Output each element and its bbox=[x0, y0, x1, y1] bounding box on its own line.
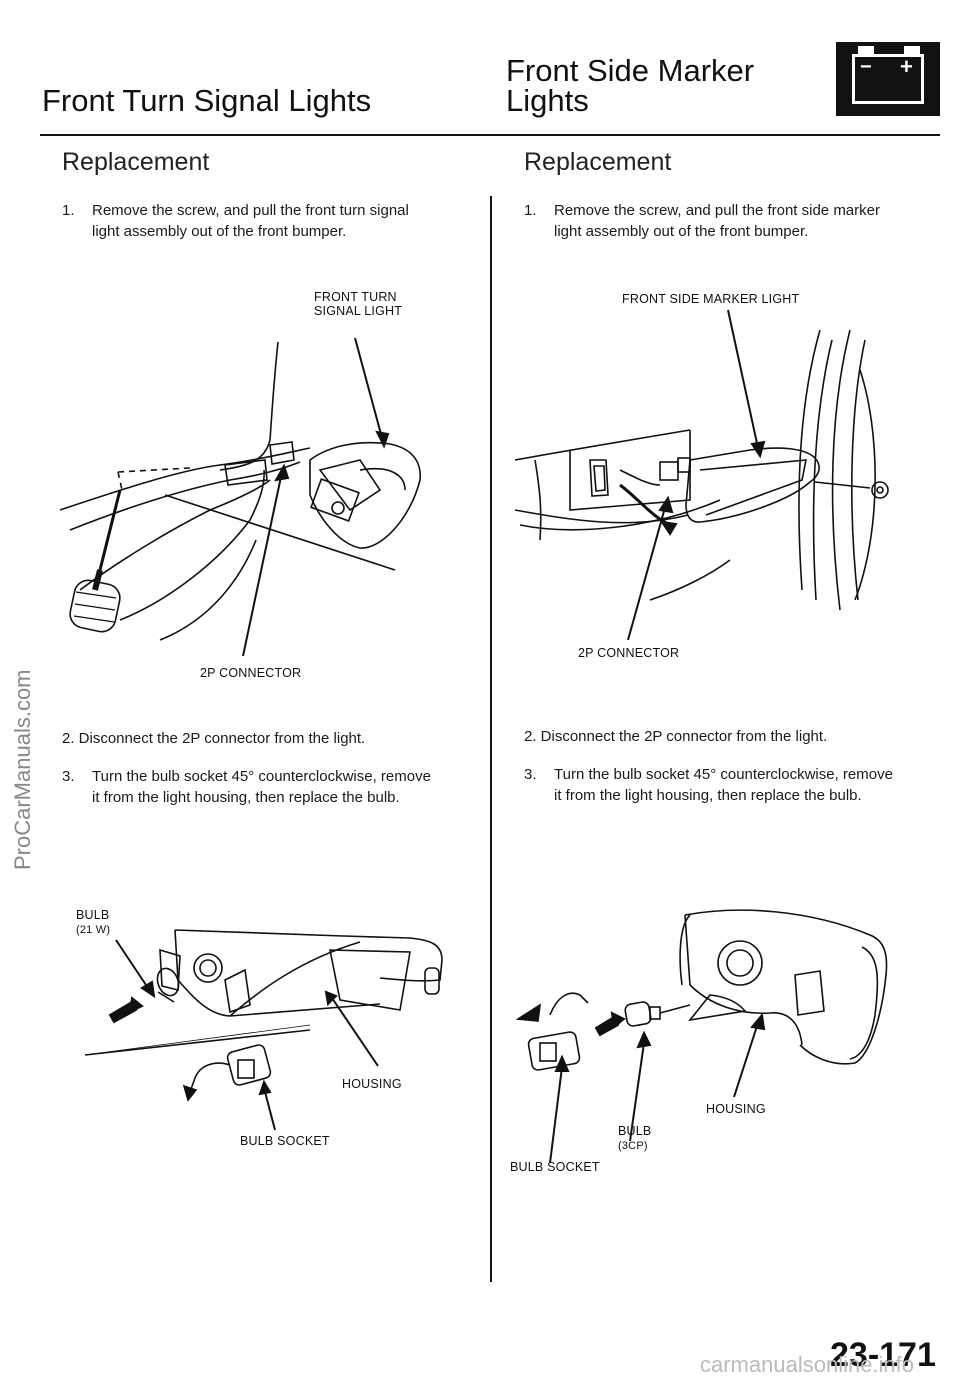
left-label-bulb-socket: BULB SOCKET bbox=[240, 1134, 330, 1148]
column-divider bbox=[490, 196, 492, 1282]
left-label-2p-connector: 2P CONNECTOR bbox=[200, 666, 302, 680]
left-step-1-number: 1. bbox=[62, 202, 75, 219]
header-rule bbox=[40, 134, 940, 136]
footer-url: carmanualsonline.info bbox=[700, 1352, 915, 1377]
right-step-3-number: 3. bbox=[524, 766, 537, 783]
right-section-heading: Replacement bbox=[524, 148, 672, 176]
left-step-2: 2. Disconnect the 2P connector from the … bbox=[62, 730, 366, 747]
left-step-1-text-b: light assembly out of the front bumper. bbox=[92, 223, 347, 240]
side-marker-removal-diagram bbox=[514, 309, 889, 641]
right-step-3: 3. Turn the bulb socket 45° counterclockw… bbox=[524, 764, 924, 806]
right-step-1-number: 1. bbox=[524, 202, 537, 219]
left-label-bulb-spec: (21 W) bbox=[76, 924, 111, 936]
right-label-bulb-socket: BULB SOCKET bbox=[510, 1160, 600, 1174]
right-label-2p-connector: 2P CONNECTOR bbox=[578, 646, 680, 660]
label-front-side-marker-light: FRONT SIDE MARKER LIGHT bbox=[622, 292, 800, 306]
battery-plus-symbol: + bbox=[900, 54, 913, 79]
label-front-turn-signal-light: FRONT TURN SIGNAL LIGHT bbox=[314, 290, 403, 318]
left-step-3-number: 3. bbox=[62, 768, 75, 785]
right-label-bulb-spec: (3CP) bbox=[618, 1140, 648, 1152]
right-step-1: 1. Remove the screw, and pull the front s… bbox=[524, 200, 924, 242]
left-step-1-text-a: Remove the screw, and pull the front tur… bbox=[92, 202, 409, 219]
left-step-3-text-b: it from the light housing, then replace … bbox=[92, 789, 400, 806]
right-step-3-text-a: Turn the bulb socket 45° counterclockwis… bbox=[554, 766, 893, 783]
turn-signal-removal-diagram bbox=[59, 337, 421, 657]
right-label-bulb: BULB (3CP) bbox=[618, 1124, 652, 1152]
left-step-1: 1. Remove the screw, and pull the front t… bbox=[62, 200, 462, 242]
right-step-1-text-a: Remove the screw, and pull the front sid… bbox=[554, 202, 880, 219]
side-marker-bulb-diagram bbox=[515, 909, 888, 1164]
left-label-bulb: BULB (21 W) bbox=[76, 908, 111, 936]
right-step-1-text-b: light assembly out of the front bumper. bbox=[554, 223, 809, 240]
right-step-3-text-b: it from the light housing, then replace … bbox=[554, 787, 862, 804]
right-step-2: 2. Disconnect the 2P connector from the … bbox=[524, 728, 828, 745]
right-page-title-line2: Lights bbox=[506, 83, 589, 118]
battery-icon: − + bbox=[836, 42, 940, 116]
left-step-3-text-a: Turn the bulb socket 45° counterclockwis… bbox=[92, 768, 431, 785]
turn-signal-bulb-diagram bbox=[84, 929, 443, 1131]
left-section-heading: Replacement bbox=[62, 148, 210, 176]
battery-minus-symbol: − bbox=[860, 56, 872, 78]
right-label-housing: HOUSING bbox=[706, 1102, 766, 1116]
left-step-3: 3. Turn the bulb socket 45° counterclockw… bbox=[62, 766, 462, 808]
right-page-title-line1: Front Side Marker bbox=[506, 53, 755, 88]
left-page-title: Front Turn Signal Lights bbox=[42, 83, 372, 118]
watermark: ProCarManuals.com bbox=[10, 669, 35, 870]
page-number: 23-171 bbox=[830, 1336, 936, 1374]
left-label-housing: HOUSING bbox=[342, 1077, 402, 1091]
